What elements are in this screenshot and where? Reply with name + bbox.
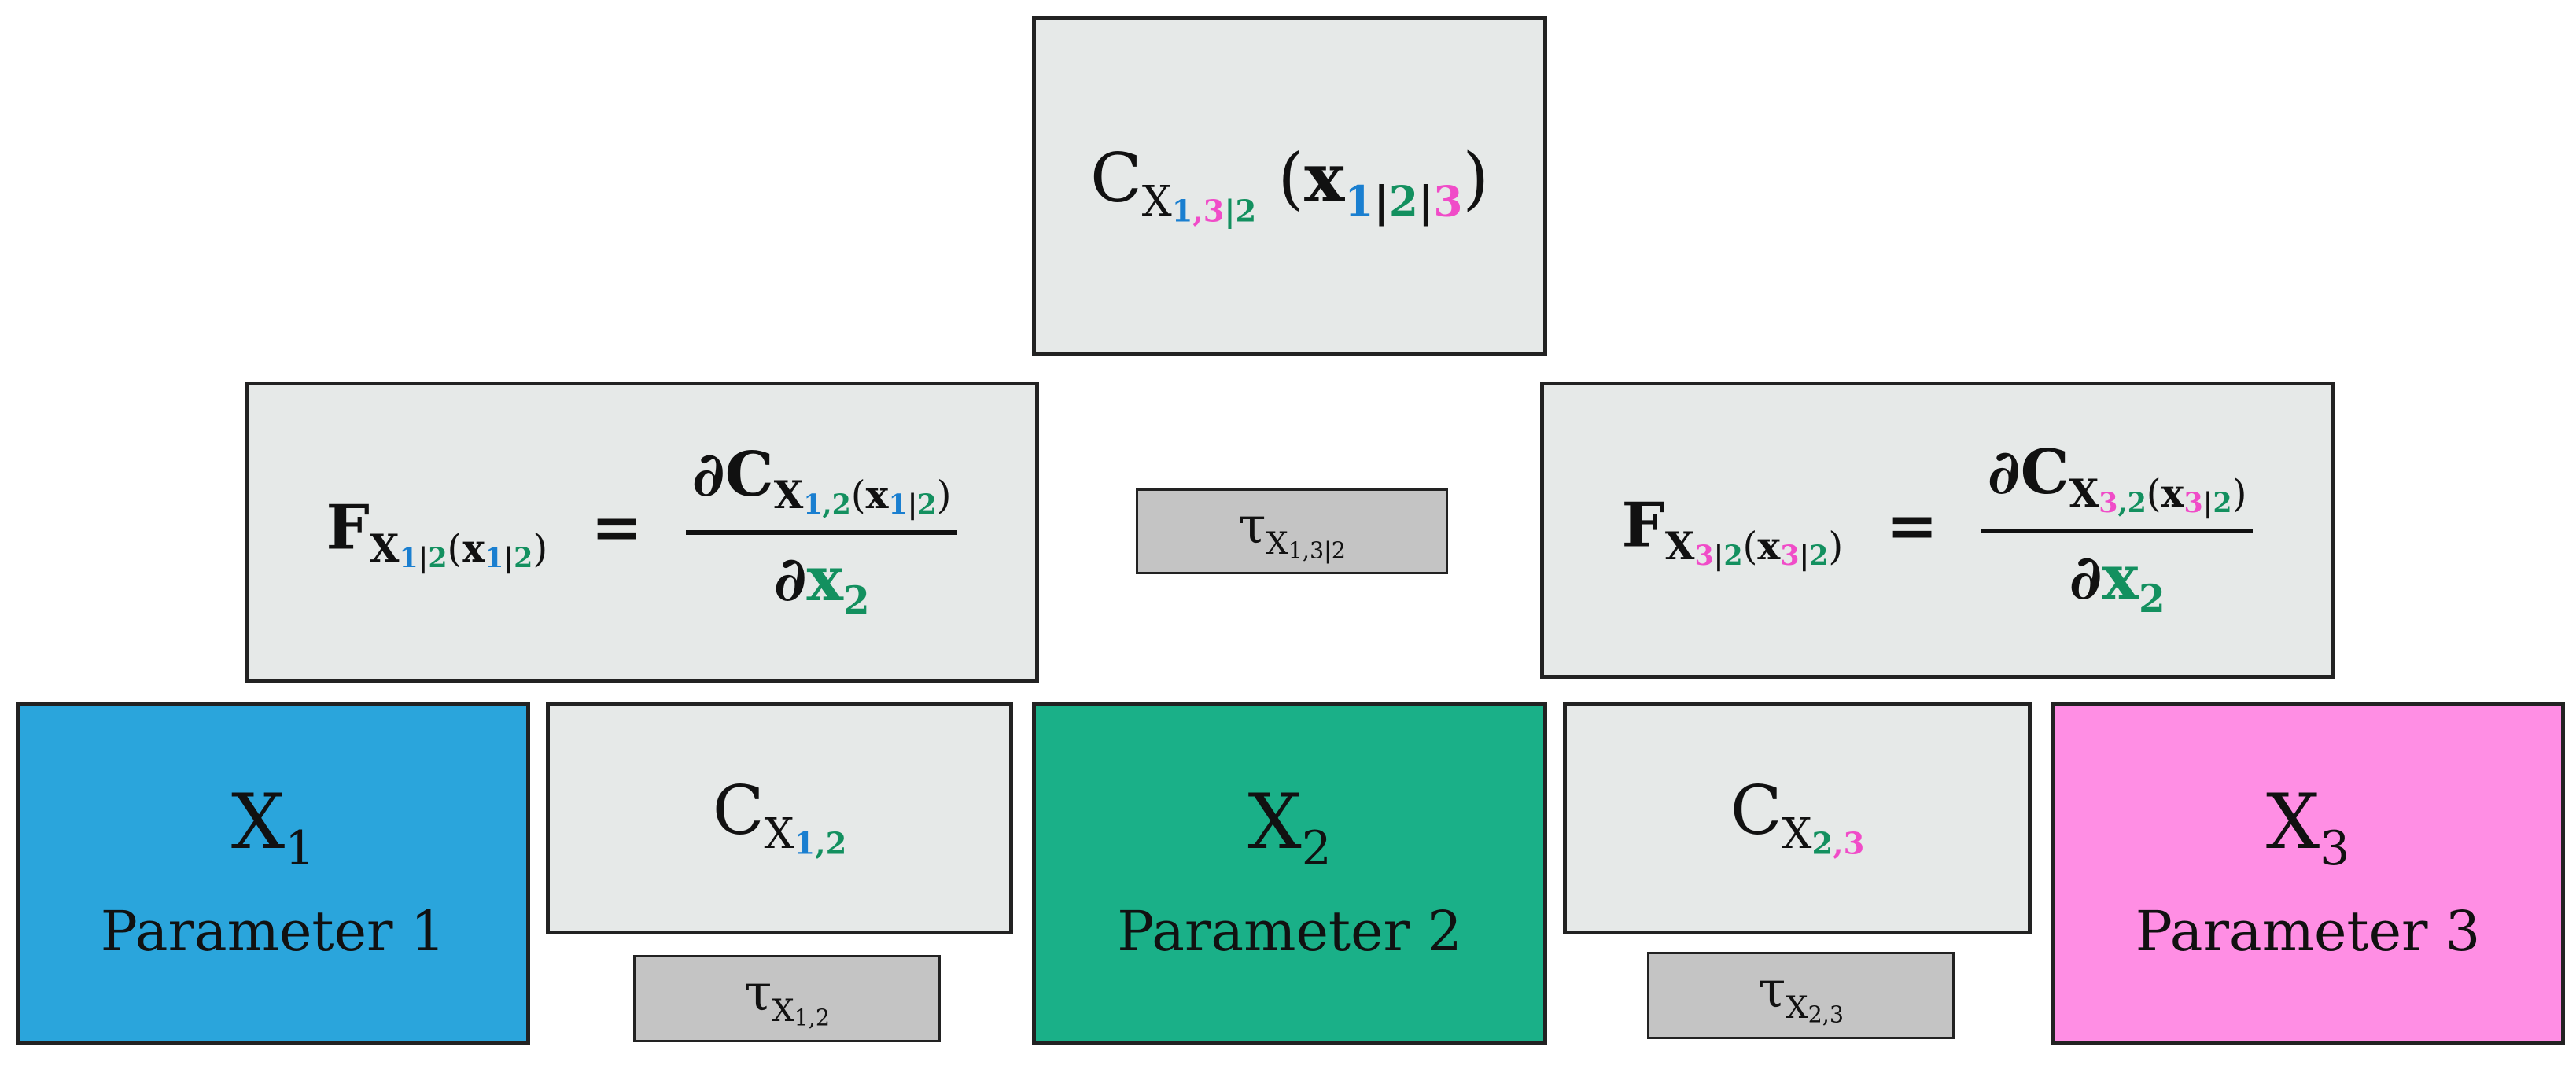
hfunction-x3-given-2-fraction: ∂CX3,2(x3|2) ∂x2 <box>1981 442 2254 618</box>
copula-x12-formula: CX1,2 <box>712 771 847 862</box>
parameter-x1-box: X1 Parameter 1 <box>16 702 530 1045</box>
tau-x23-label: τX2,3 <box>1757 960 1844 1028</box>
tau-x13-given-2-label: τX1,3|2 <box>1238 496 1346 564</box>
tau-x13-given-2-box: τX1,3|2 <box>1136 488 1448 574</box>
fraction-bar <box>685 530 958 536</box>
parameter-x3-symbol: X3 <box>2265 777 2350 876</box>
hfunction-x1-given-2-box: FX1|2(x1|2) = ∂CX1,2(x1|2) ∂x2 <box>245 382 1039 683</box>
parameter-x2-box: X2 Parameter 2 <box>1032 702 1547 1045</box>
tau-x23-box: τX2,3 <box>1647 952 1955 1039</box>
hfunction-x3-given-2-formula: FX3|2(x3|2) = ∂CX3,2(x3|2) ∂x2 <box>1622 442 2254 618</box>
fraction-bar <box>1981 528 2254 533</box>
parameter-x2-symbol: X2 <box>1247 777 1332 876</box>
tau-x12-label: τX1,2 <box>743 964 831 1031</box>
parameter-x1-label: Parameter 1 <box>100 899 446 964</box>
tau-x12-box: τX1,2 <box>633 955 941 1042</box>
copula-x13-given-2-formula: CX1,3|2 (x1|2|3) <box>1089 138 1490 230</box>
copula-x12-box: CX1,2 <box>546 702 1013 934</box>
parameter-x1-symbol: X1 <box>230 777 315 876</box>
copula-x23-box: CX2,3 <box>1563 702 2032 934</box>
copula-x23-formula: CX2,3 <box>1730 771 1865 862</box>
hfunction-x1-given-2-formula: FX1|2(x1|2) = ∂CX1,2(x1|2) ∂x2 <box>326 444 958 621</box>
hfunction-x3-given-2-box: FX3|2(x3|2) = ∂CX3,2(x3|2) ∂x2 <box>1540 382 2335 679</box>
copula-x13-given-2-box: CX1,3|2 (x1|2|3) <box>1032 16 1547 356</box>
parameter-x2-label: Parameter 2 <box>1117 899 1462 964</box>
parameter-x3-label: Parameter 3 <box>2135 899 2481 964</box>
parameter-x3-box: X3 Parameter 3 <box>2051 702 2565 1045</box>
hfunction-x1-given-2-fraction: ∂CX1,2(x1|2) ∂x2 <box>685 444 958 621</box>
